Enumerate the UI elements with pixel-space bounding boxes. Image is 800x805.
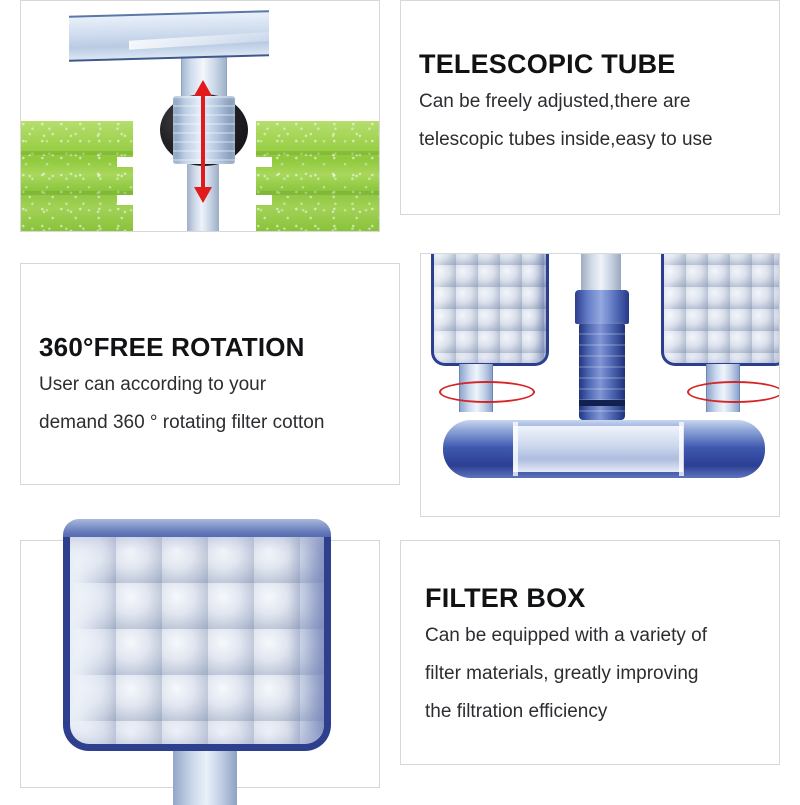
foam-notch-icon: [256, 195, 272, 205]
telescopic-tube-text-panel: TELESCOPIC TUBE Can be freely adjusted,t…: [400, 0, 780, 215]
transparent-blue-housing: [63, 519, 331, 751]
outlet-stub: [173, 747, 237, 805]
housing-shell: [63, 537, 331, 751]
arrow-up-icon: [194, 80, 212, 96]
filter-box-image-panel: [20, 519, 380, 805]
ceramic-media-balls: [664, 254, 779, 363]
feature-title-filter-box: FILTER BOX: [425, 583, 586, 613]
arrow-down-icon: [194, 187, 212, 203]
red-rotation-ring-right: [687, 381, 779, 403]
clear-top-bracket: [69, 10, 279, 62]
left-filter-box: [431, 254, 549, 366]
free-rotation-image-panel: [420, 253, 780, 517]
feature-desc-line: the filtration efficiency: [425, 701, 608, 722]
feature-desc-line: telescopic tubes inside,easy to use: [419, 129, 713, 150]
centre-connector-collar: [575, 290, 629, 324]
feature-desc-line: Can be freely adjusted,there are: [419, 91, 691, 112]
manifold-seam: [513, 422, 518, 476]
red-up-down-arrow: [201, 89, 205, 191]
bracket-highlight: [129, 31, 279, 50]
foam-notch-icon: [117, 195, 133, 205]
feature-title-telescopic-tube: TELESCOPIC TUBE: [419, 49, 676, 79]
rotating-filter-photo: [421, 254, 779, 516]
foam-notch-icon: [117, 157, 133, 167]
manifold-seam: [679, 422, 684, 476]
green-foam-sponge-left: [21, 121, 133, 231]
connector-seal: [579, 400, 625, 406]
right-filter-box: [661, 254, 779, 366]
feature-title-free-rotation: 360°FREE ROTATION: [39, 332, 305, 362]
filter-box-closeup-photo: [21, 519, 379, 805]
housing-right-shadow: [290, 537, 324, 744]
manifold-clear-section: [513, 426, 683, 472]
feature-desc-line: filter materials, greatly improving: [425, 663, 699, 684]
feature-desc-line: User can according to your: [39, 374, 267, 395]
foam-notch-icon: [256, 157, 272, 167]
telescopic-tube-photo: [21, 1, 379, 231]
feature-desc-line: demand 360 ° rotating filter cotton: [39, 412, 325, 433]
filter-box-text-panel: FILTER BOX Can be equipped with a variet…: [400, 540, 780, 765]
housing-left-highlight: [70, 537, 116, 744]
telescopic-tube-image-panel: [20, 0, 380, 232]
ceramic-media-balls: [434, 254, 546, 363]
red-rotation-ring-left: [439, 381, 535, 403]
feature-desc-line: Can be equipped with a variety of: [425, 625, 708, 646]
free-rotation-text-panel: 360°FREE ROTATION User can according to …: [20, 263, 400, 485]
filter-box-glass: [431, 254, 549, 366]
green-foam-sponge-right: [256, 121, 379, 231]
centre-riser-tube: [581, 254, 621, 292]
filter-box-glass: [661, 254, 779, 366]
